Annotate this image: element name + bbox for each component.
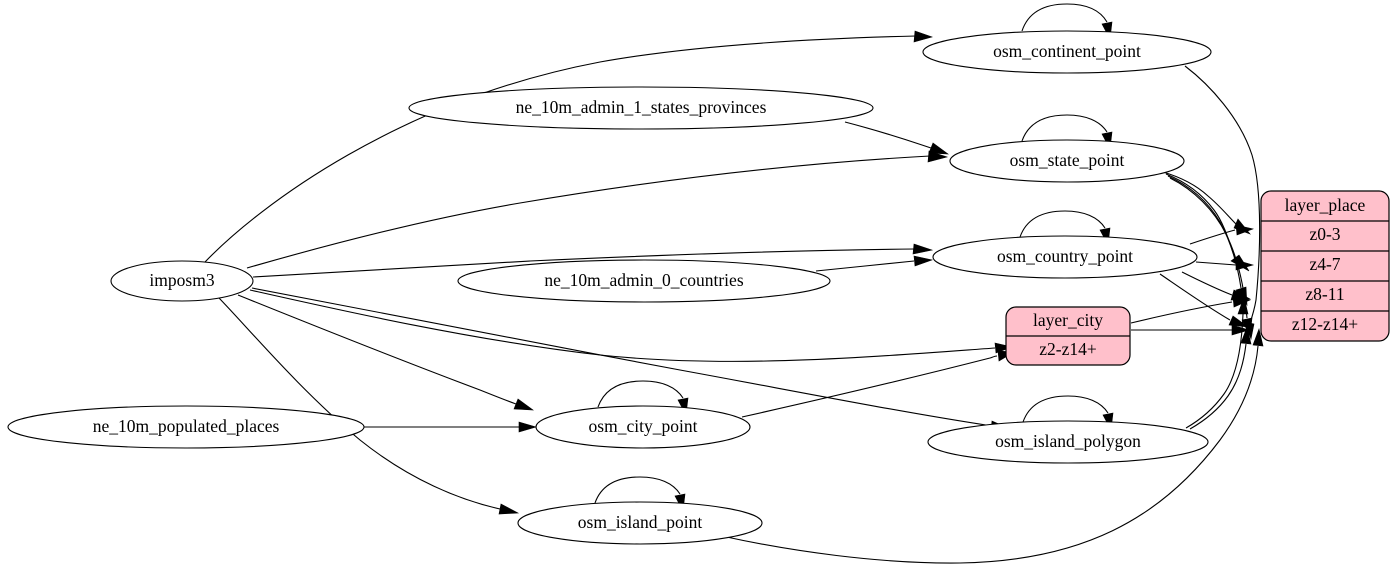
record-layer: layer_city z2-z14+ layer_place z0-3 z4-7…: [1005, 190, 1390, 366]
edge-ne_states_provinces-to-osm_state_point: [844, 121, 949, 155]
node-osm_city_point-shape[interactable]: [535, 405, 751, 449]
node-osm_city_point[interactable]: osm_city_point: [535, 405, 751, 449]
node-osm_state_point-label: osm_state_point: [1010, 150, 1125, 170]
node-osm_country_point[interactable]: osm_country_point: [932, 235, 1198, 279]
node-osm_country_point-shape[interactable]: [932, 235, 1198, 279]
edge-imposm3-to-osm_continent_point: [204, 30, 933, 263]
edge-osm_island_polygon-to-layer_place-z12: [1189, 325, 1252, 430]
edge-osm_country_point-to-layer_place-z4: [1195, 259, 1255, 271]
node-ne_10m_populated_places[interactable]: ne_10m_populated_places: [7, 405, 365, 449]
node-ne_10m_admin_0_countries[interactable]: ne_10m_admin_0_countries: [457, 259, 831, 303]
edge-imposm3-to-osm_island_point: [218, 297, 520, 515]
node-imposm3-shape[interactable]: [110, 260, 254, 302]
node-imposm3-label: imposm3: [149, 270, 214, 290]
node-osm_island_point[interactable]: osm_island_point: [517, 501, 763, 545]
node-layer: imposm3 ne_10m_admin_1_states_provinces …: [7, 30, 1212, 545]
edge-ne_admin_0_countries-to-osm_country_point: [815, 255, 934, 272]
edge-imposm3-to-osm_city_point: [237, 294, 534, 411]
node-ne_10m_populated_places-shape[interactable]: [7, 405, 365, 449]
record-layer_city[interactable]: layer_city z2-z14+: [1005, 306, 1131, 366]
node-ne_10m_admin_1_states_provinces-label: ne_10m_admin_1_states_provinces: [516, 97, 767, 117]
edge-osm_island_point-to-layer_place-z12: [721, 327, 1264, 564]
node-osm_state_point-shape[interactable]: [949, 139, 1185, 183]
record-layer_place-row-z12-z14[interactable]: z12-z14+: [1292, 314, 1358, 334]
record-layer_place-header: layer_place: [1285, 195, 1366, 215]
node-imposm3[interactable]: imposm3: [110, 260, 254, 302]
edge-layer: [204, 3, 1264, 564]
node-osm_city_point-label: osm_city_point: [589, 416, 698, 436]
node-osm_island_polygon-label: osm_island_polygon: [995, 431, 1141, 451]
node-osm_continent_point[interactable]: osm_continent_point: [922, 30, 1212, 74]
edge-osm_country_point-to-layer_place-z0: [1189, 224, 1255, 245]
record-layer_city-row-z2-z14[interactable]: z2-z14+: [1039, 339, 1097, 359]
node-osm_island_polygon[interactable]: osm_island_polygon: [927, 420, 1209, 464]
edge-osm_island_polygon-to-layer_place-z8: [1185, 295, 1249, 429]
node-ne_10m_admin_1_states_provinces-shape[interactable]: [408, 86, 874, 130]
node-osm_country_point-label: osm_country_point: [997, 246, 1133, 266]
node-osm_state_point[interactable]: osm_state_point: [949, 139, 1185, 183]
record-layer_place-box[interactable]: [1260, 190, 1390, 342]
node-osm_continent_point-shape[interactable]: [922, 30, 1212, 74]
node-ne_10m_admin_1_states_provinces[interactable]: ne_10m_admin_1_states_provinces: [408, 86, 874, 130]
record-layer_place-row-z0-3[interactable]: z0-3: [1309, 224, 1340, 244]
node-ne_10m_admin_0_countries-shape[interactable]: [457, 259, 831, 303]
node-ne_10m_admin_0_countries-label: ne_10m_admin_0_countries: [544, 270, 743, 290]
node-osm_continent_point-label: osm_continent_point: [993, 41, 1141, 61]
edge-imposm3-to-osm_country_point: [252, 243, 934, 278]
edge-layer_city-to-layer_place-z12: [1131, 324, 1251, 336]
node-osm_island_point-shape[interactable]: [517, 501, 763, 545]
record-layer_place[interactable]: layer_place z0-3 z4-7 z8-11 z12-z14+: [1260, 190, 1390, 342]
node-osm_island_polygon-shape[interactable]: [927, 420, 1209, 464]
node-osm_island_point-label: osm_island_point: [578, 512, 703, 532]
record-layer_place-row-z8-11[interactable]: z8-11: [1305, 284, 1344, 304]
edge-osm_country_point-to-layer_place-z12: [1159, 273, 1250, 328]
edge-imposm3-to-osm_state_point: [246, 150, 949, 269]
edge-ne_populated_places-to-osm_city_point: [364, 421, 538, 433]
record-layer_place-row-z4-7[interactable]: z4-7: [1309, 254, 1340, 274]
record-layer_city-header: layer_city: [1033, 310, 1103, 330]
node-ne_10m_populated_places-label: ne_10m_populated_places: [93, 416, 280, 436]
